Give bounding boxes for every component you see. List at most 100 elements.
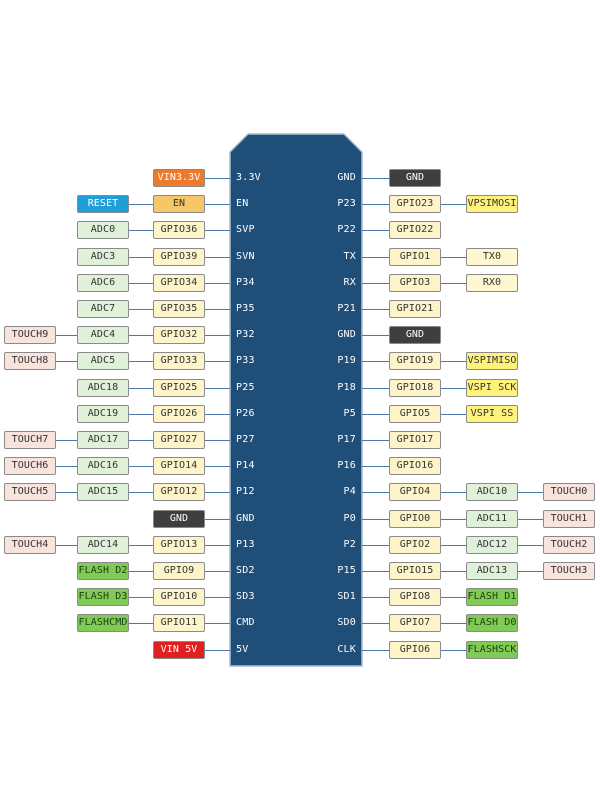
pin-name-sd1: SD1 [337,591,356,602]
connector-line [362,623,389,624]
connector-line [56,335,77,336]
pin-name-p0: P0 [343,513,356,524]
pin-name-p35: P35 [236,303,255,314]
pin-name-sd3: SD3 [236,591,255,602]
pin-name-p26: P26 [236,408,255,419]
connector-line [129,571,153,572]
label-vspi-ss: VSPI SS [466,405,518,423]
label-adc10: ADC10 [466,483,518,501]
connector-line [129,361,153,362]
label-gpio39: GPIO39 [153,248,205,266]
connector-line [441,283,466,284]
label-gpio4: GPIO4 [389,483,441,501]
label-adc19: ADC19 [77,405,129,423]
connector-line [205,623,230,624]
connector-line [129,388,153,389]
label-rx0: RX0 [466,274,518,292]
connector-line [362,414,389,415]
pin-name-p19: P19 [337,355,356,366]
connector-line [362,230,389,231]
label-adc6: ADC6 [77,274,129,292]
connector-line [362,257,389,258]
label-gpio3: GPIO3 [389,274,441,292]
pin-name-en: EN [236,198,249,209]
label-flash-d1: FLASH D1 [466,588,518,606]
label-gnd: GND [389,326,441,344]
label-gpio0: GPIO0 [389,510,441,528]
connector-line [205,178,230,179]
label-gpio11: GPIO11 [153,614,205,632]
connector-line [441,414,466,415]
label-gpio1: GPIO1 [389,248,441,266]
label-gpio17: GPIO17 [389,431,441,449]
connector-line [441,623,466,624]
connector-line [441,388,466,389]
label-gpio18: GPIO18 [389,379,441,397]
label-gpio34: GPIO34 [153,274,205,292]
connector-line [129,623,153,624]
connector-line [362,178,389,179]
pin-name-p22: P22 [337,224,356,235]
connector-line [205,492,230,493]
pin-name-sd2: SD2 [236,565,255,576]
label-adc12: ADC12 [466,536,518,554]
pin-name-p15: P15 [337,565,356,576]
connector-line [205,519,230,520]
label-adc16: ADC16 [77,457,129,475]
connector-line [129,545,153,546]
connector-line [129,230,153,231]
pin-name-5v: 5V [236,644,249,655]
connector-line [56,440,77,441]
pin-name-p12: P12 [236,486,255,497]
label-gpio22: GPIO22 [389,221,441,239]
pin-name-p5: P5 [343,408,356,419]
pin-name-p32: P32 [236,329,255,340]
connector-line [362,650,389,651]
label-gpio10: GPIO10 [153,588,205,606]
label-gpio15: GPIO15 [389,562,441,580]
label-adc11: ADC11 [466,510,518,528]
connector-line [205,388,230,389]
label-touch0: TOUCH0 [543,483,595,501]
pin-name-p27: P27 [236,434,255,445]
label-gpio32: GPIO32 [153,326,205,344]
connector-line [441,597,466,598]
pin-name-sd0: SD0 [337,617,356,628]
connector-line [441,204,466,205]
pin-name-clk: CLK [337,644,356,655]
pin-name-p4: P4 [343,486,356,497]
pin-name-p23: P23 [337,198,356,209]
connector-line [205,204,230,205]
connector-line [56,545,77,546]
connector-line [205,650,230,651]
label-gpio26: GPIO26 [153,405,205,423]
pin-name-svp: SVP [236,224,255,235]
label-touch8: TOUCH8 [4,352,56,370]
label-adc4: ADC4 [77,326,129,344]
pin-name-svn: SVN [236,251,255,262]
label-gpio6: GPIO6 [389,641,441,659]
connector-line [441,650,466,651]
label-gpio21: GPIO21 [389,300,441,318]
label-adc18: ADC18 [77,379,129,397]
connector-line [362,545,389,546]
connector-line [518,545,543,546]
label-touch5: TOUCH5 [4,483,56,501]
label-flash-d3: FLASH D3 [77,588,129,606]
label-gpio9: GPIO9 [153,562,205,580]
pin-name-p34: P34 [236,277,255,288]
connector-line [205,335,230,336]
connector-line [129,492,153,493]
pin-name-p17: P17 [337,434,356,445]
connector-line [362,335,389,336]
label-vpsimosi: VPSIMOSI [466,195,518,213]
label-vin3-3v: VIN3.3V [153,169,205,187]
label-flashsck: FLASHSCK [466,641,518,659]
connector-line [129,204,153,205]
connector-line [205,440,230,441]
pin-name-tx: TX [343,251,356,262]
connector-line [129,440,153,441]
label-reset: RESET [77,195,129,213]
label-tx0: TX0 [466,248,518,266]
label-gpio36: GPIO36 [153,221,205,239]
